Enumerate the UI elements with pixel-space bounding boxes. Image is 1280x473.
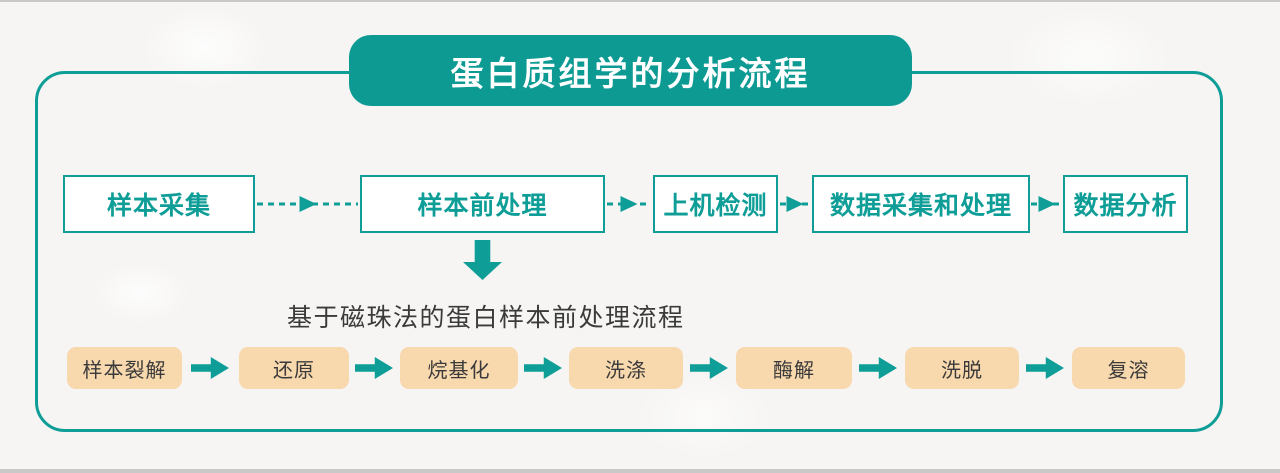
sub-step-reduction: 还原 [239,347,349,389]
arrowhead-icon [620,196,638,212]
sub-step-label: 还原 [273,357,315,382]
sub-step-label: 洗涤 [605,357,647,382]
sub-step-label: 烷基化 [427,357,491,382]
title-banner: 蛋白质组学的分析流程 [349,35,912,106]
main-step-sample-pretreatment: 样本前处理 [360,175,605,233]
sub-step-label: 酶解 [773,357,815,382]
main-step-label: 数据采集和处理 [829,191,1012,220]
arrowhead-icon [1038,196,1055,212]
sub-step-resolubilization: 复溶 [1072,347,1185,389]
sub-step-enzymatic-digestion: 酶解 [736,347,852,389]
sub-step-sample-lysis: 样本裂解 [67,347,182,389]
main-step-instrument-detection: 上机检测 [653,175,778,233]
dashed-arrow-icon [607,195,651,213]
sub-step-label: 洗脱 [941,357,983,382]
arrowhead-icon [299,196,316,212]
sub-step-alkylation: 烷基化 [400,347,518,389]
sub-step-washing: 洗涤 [569,347,683,389]
arrowhead-icon [786,196,804,212]
sub-step-label: 复溶 [1107,357,1150,382]
main-step-data-analysis: 数据分析 [1063,175,1188,233]
top-edge-divider [0,0,1280,2]
sub-step-elution: 洗脱 [905,347,1019,389]
dashed-arrow-icon [257,195,358,213]
dashed-arrow-icon [1031,195,1062,213]
main-step-label: 上机检测 [663,191,768,220]
bottom-edge-divider [0,469,1280,473]
sub-flow-heading: 基于磁珠法的蛋白样本前处理流程 [287,303,685,332]
main-step-data-acquisition-processing: 数据采集和处理 [812,175,1030,233]
main-step-label: 数据分析 [1073,191,1178,220]
sub-step-label: 样本裂解 [82,357,167,382]
page-title: 蛋白质组学的分析流程 [450,53,811,93]
main-step-label: 样本前处理 [417,191,548,220]
main-step-label: 样本采集 [106,191,211,220]
main-step-sample-collection: 样本采集 [63,175,255,233]
dashed-arrow-icon [780,195,810,213]
